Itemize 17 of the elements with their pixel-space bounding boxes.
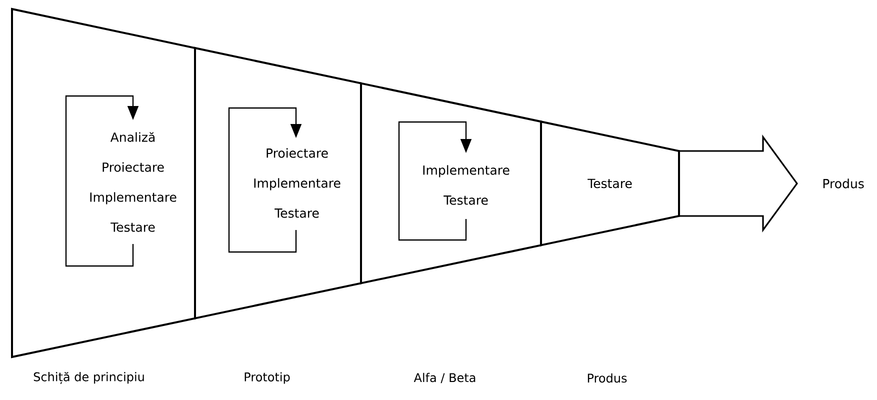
funnel-segment — [360, 82, 542, 284]
step-label: Implementare — [90, 192, 176, 204]
step-label: Proiectare — [266, 148, 328, 158]
stage-caption: Produs — [588, 373, 627, 383]
stage-caption: Alfa / Beta — [414, 372, 476, 384]
stage-caption: Prototip — [244, 372, 290, 384]
step-label: Proiectare — [102, 162, 164, 172]
step-label: Testare — [444, 196, 488, 205]
step-label: Implementare — [254, 178, 340, 190]
step-label: Testare — [588, 178, 632, 188]
stage-caption: Schiță de principiu — [34, 372, 144, 384]
step-label: Analiză — [110, 132, 155, 142]
step-label: Produs — [823, 178, 864, 188]
step-label: Implementare — [423, 165, 510, 178]
block-arrow — [678, 134, 798, 232]
step-label: Testare — [110, 222, 155, 232]
step-label: Testare — [274, 208, 319, 218]
